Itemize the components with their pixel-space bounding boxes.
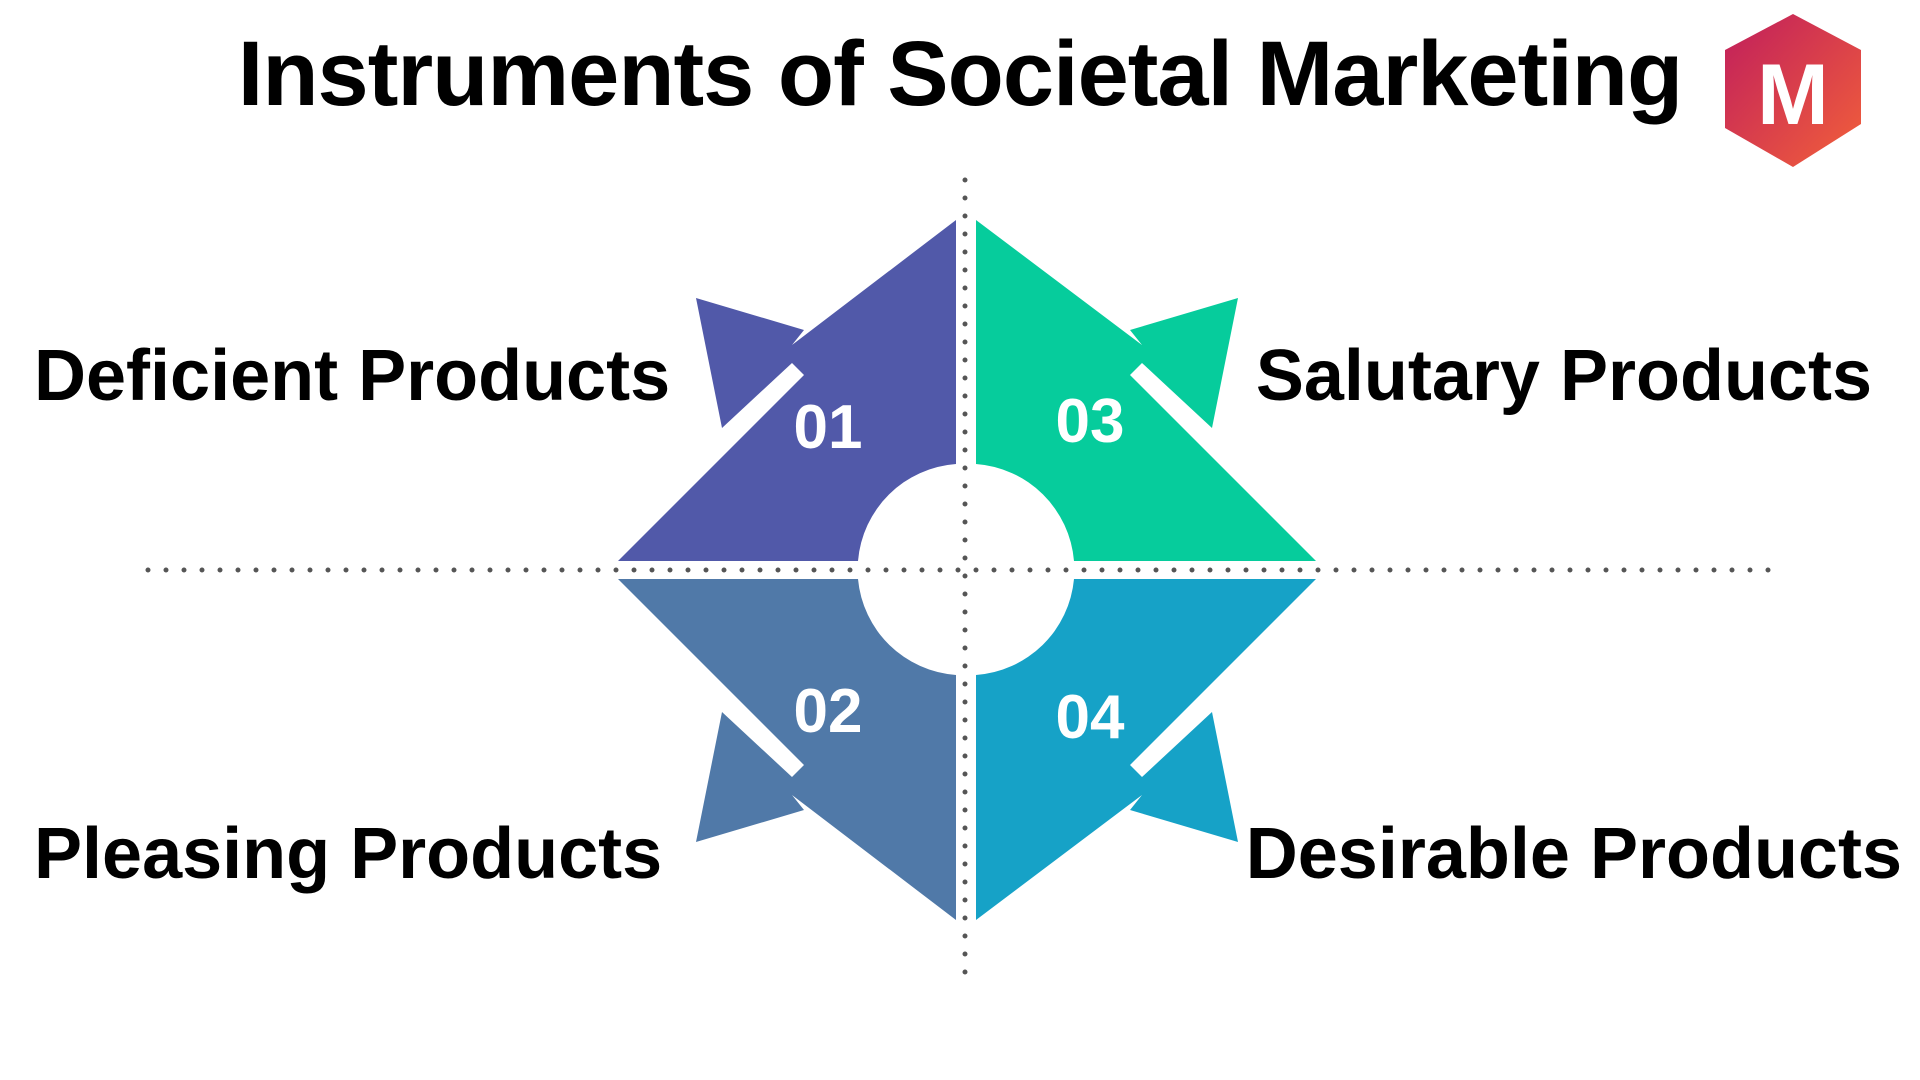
label-deficient-products: Deficient Products — [34, 336, 671, 416]
logo-hexagon-icon — [1725, 14, 1861, 167]
label-pleasing-products: Pleasing Products — [34, 814, 663, 894]
quadrant-03-arrow-shape — [976, 220, 1316, 561]
quadrant-04-number: 04 — [1056, 683, 1125, 752]
quadrant-01-number: 01 — [794, 393, 863, 462]
label-salutary-products: Salutary Products — [1255, 336, 1872, 416]
quadrant-02-arrow-shape — [618, 579, 956, 920]
logo-letter: M — [1757, 47, 1829, 143]
label-desirable-products: Desirable Products — [1245, 814, 1902, 894]
quadrant-01-arrow-shape — [618, 220, 956, 561]
brand-logo: M — [1725, 14, 1861, 167]
quadrant-03-number: 03 — [1056, 387, 1125, 456]
quadrant-02-number: 02 — [794, 677, 863, 746]
page-title: Instruments of Societal Marketing — [237, 23, 1683, 125]
quadrant-04-arrow-shape — [976, 579, 1316, 920]
